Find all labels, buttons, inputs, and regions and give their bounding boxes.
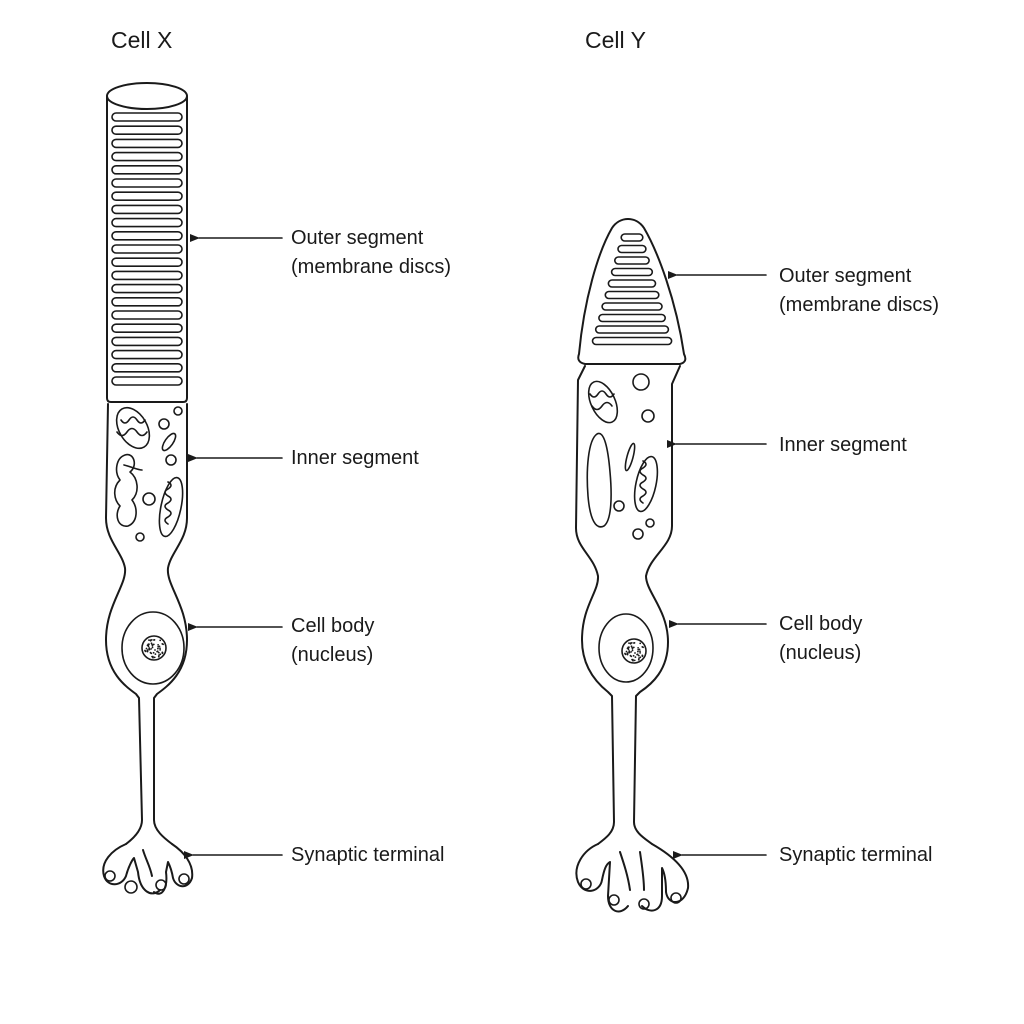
golgi-icon [586, 432, 612, 528]
cell-y-synaptic-terminal [575, 843, 690, 913]
cell-y-cell-body-label: Cell body (nucleus) [779, 613, 863, 664]
membrane-disc [111, 112, 183, 122]
cell-x-outer-segment [106, 82, 188, 403]
golgi-icon [113, 453, 138, 527]
cell-y-organelles [586, 373, 659, 540]
label-arrows [184, 234, 767, 859]
cell-x-organelles [113, 406, 184, 542]
cell-y-inner-segment-label: Inner segment [779, 434, 907, 456]
membrane-disc [598, 313, 667, 323]
membrane-disc [613, 256, 650, 265]
membrane-disc [111, 296, 183, 307]
membrane-disc [111, 310, 183, 320]
membrane-disc [111, 323, 183, 334]
membrane-disc [111, 125, 183, 135]
cell-x-synaptic-terminal-label: Synaptic terminal [291, 844, 445, 866]
membrane-disc [111, 138, 183, 149]
cell-y-title: Cell Y [585, 27, 646, 53]
membrane-disc [111, 257, 183, 268]
cell-y-outer-segment-label: Outer segment (membrane discs) [779, 265, 940, 316]
cell-y-cell-body [598, 613, 654, 683]
membrane-disc [604, 290, 660, 300]
membrane-disc [111, 151, 183, 162]
membrane-disc [111, 217, 183, 228]
cell-y [575, 218, 690, 913]
membrane-disc [111, 270, 183, 281]
mitochondrion-icon [158, 476, 184, 538]
membrane-disc [111, 191, 183, 201]
cell-x-outline [105, 403, 188, 845]
cell-y-outline [575, 365, 681, 845]
membrane-disc [111, 204, 183, 215]
membrane-disc [591, 336, 673, 346]
cell-x [102, 82, 194, 895]
cell-y-membrane-discs [591, 233, 673, 346]
membrane-disc [607, 279, 657, 288]
cell-x-nucleus [121, 611, 185, 685]
membrane-disc [111, 376, 183, 386]
cell-x-synaptic-terminal [102, 843, 194, 895]
membrane-disc [111, 283, 183, 294]
membrane-disc [111, 349, 183, 360]
membrane-disc [111, 165, 183, 175]
membrane-disc [111, 231, 183, 241]
cell-x-title: Cell X [111, 27, 173, 53]
membrane-disc [620, 233, 644, 242]
membrane-disc [610, 267, 654, 277]
cell-y-nucleolus [621, 638, 647, 664]
membrane-disc [111, 244, 183, 254]
cell-x-cell-body [121, 611, 185, 685]
cell-y-nucleus [598, 613, 654, 683]
membrane-disc [111, 178, 183, 188]
mitochondrion-icon [587, 380, 619, 424]
cell-y-synaptic-terminal-label: Synaptic terminal [779, 844, 933, 866]
cell-x-nucleolus [141, 635, 167, 661]
membrane-disc [617, 244, 647, 254]
cell-y-outer-segment [577, 218, 687, 365]
cell-x-cell-body-label: Cell body (nucleus) [291, 615, 375, 666]
mitochondrion-icon [633, 455, 659, 513]
membrane-disc [601, 302, 663, 311]
cell-x-outer-segment-label: Outer segment (membrane discs) [291, 227, 452, 278]
membrane-disc [111, 362, 183, 373]
membrane-disc [594, 325, 670, 334]
membrane-disc [111, 336, 183, 347]
cell-x-membrane-discs [111, 112, 183, 386]
cell-x-inner-segment-label: Inner segment [291, 447, 419, 469]
